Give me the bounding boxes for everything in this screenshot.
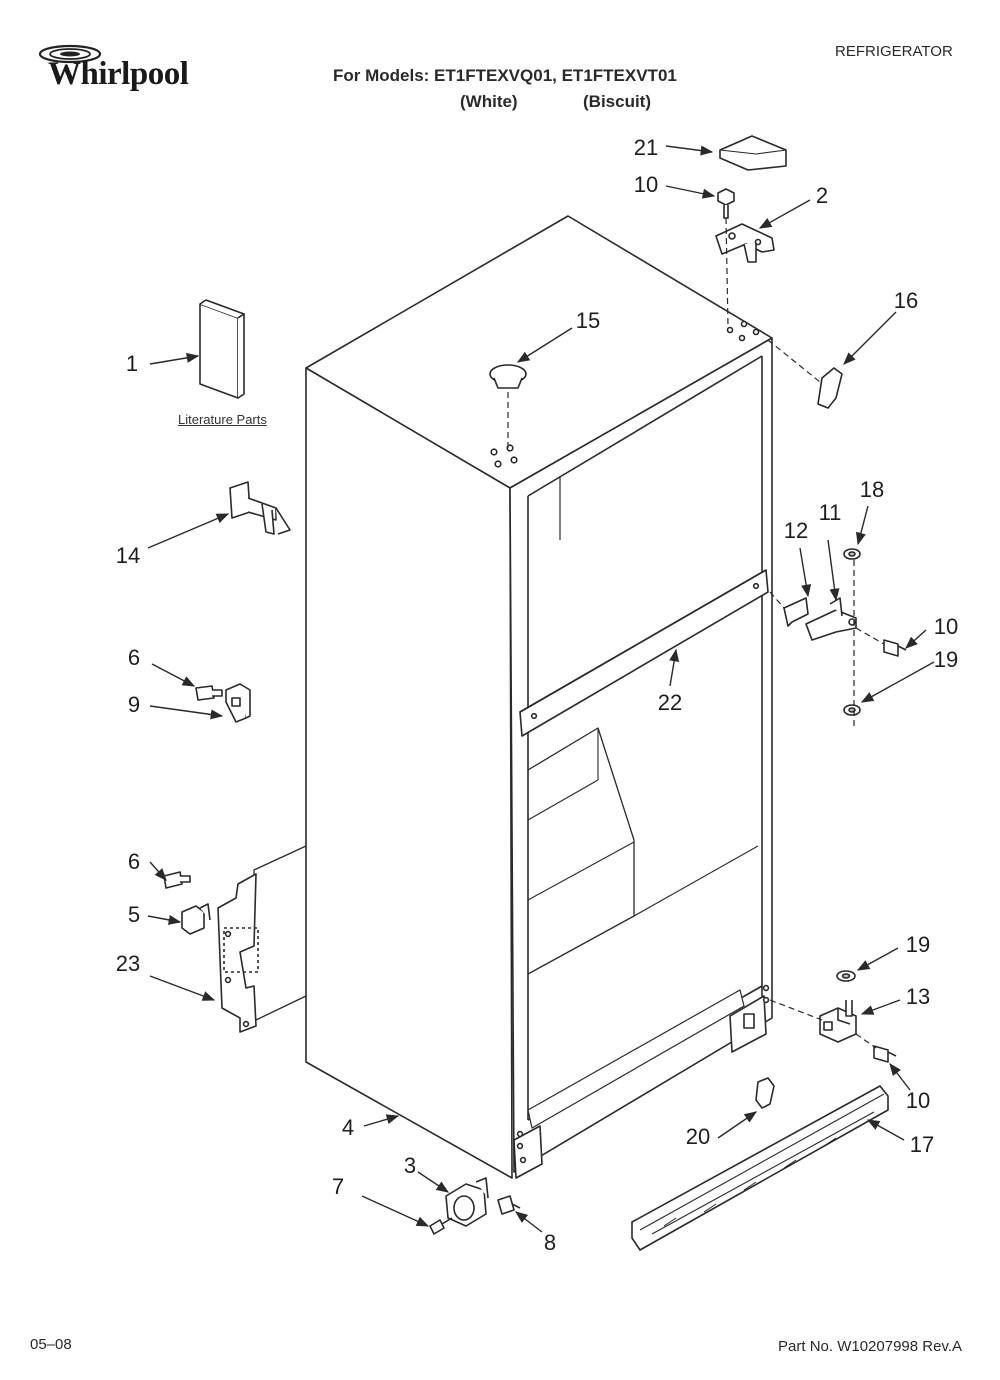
part-10-screw-bottom bbox=[873, 1045, 897, 1063]
part-10-screw-middle bbox=[883, 639, 907, 657]
part-18-washer bbox=[843, 548, 861, 560]
callout-5: 5 bbox=[127, 902, 141, 927]
part-11-center-hinge bbox=[805, 597, 857, 641]
part-3-roller bbox=[445, 1177, 489, 1227]
callout-19-upper: 19 bbox=[933, 647, 959, 672]
part-6-screw-lower bbox=[163, 871, 191, 889]
part-22-divider-bar bbox=[519, 569, 769, 737]
callout-1: 1 bbox=[125, 351, 139, 376]
part-21-hinge-cover bbox=[719, 135, 787, 171]
part-15-plug bbox=[489, 364, 527, 389]
literature-parts-label: Literature Parts bbox=[178, 412, 267, 427]
callout-19-lower: 19 bbox=[905, 932, 931, 957]
part-10-screw-top bbox=[717, 188, 735, 219]
callout-14: 14 bbox=[115, 543, 141, 568]
callout-2: 2 bbox=[815, 183, 829, 208]
callout-4: 4 bbox=[341, 1115, 355, 1140]
callout-3: 3 bbox=[403, 1153, 417, 1178]
part-19-washer-upper bbox=[843, 704, 861, 716]
callout-10-top: 10 bbox=[633, 172, 659, 197]
part-6-screw-upper bbox=[195, 685, 223, 701]
part-1-literature bbox=[199, 299, 245, 399]
whirlpool-swirl-icon bbox=[38, 44, 102, 64]
part-9-bracket bbox=[225, 683, 251, 723]
callout-9: 9 bbox=[127, 692, 141, 717]
part-number: Part No. W10207998 Rev.A bbox=[778, 1338, 962, 1355]
part-19-washer-lower bbox=[836, 970, 856, 982]
cabinet bbox=[253, 215, 773, 1179]
callout-15: 15 bbox=[575, 308, 601, 333]
callout-13: 13 bbox=[905, 984, 931, 1009]
callout-16: 16 bbox=[893, 288, 919, 313]
whirlpool-logo: Whirlpool bbox=[36, 42, 206, 102]
models-line: For Models: ET1FTEXVQ01, ET1FTEXVT01 bbox=[333, 66, 677, 85]
part-16-hinge-pin-cover bbox=[817, 367, 843, 409]
callout-10-middle: 10 bbox=[933, 614, 959, 639]
part-8-screw bbox=[497, 1195, 521, 1215]
part-23-bottom-hinge bbox=[217, 873, 259, 1033]
callout-7: 7 bbox=[331, 1174, 345, 1199]
callout-21: 21 bbox=[633, 135, 659, 160]
category-label: REFRIGERATOR bbox=[835, 43, 953, 60]
variant-biscuit: (Biscuit) bbox=[583, 92, 651, 111]
part-20-clip bbox=[755, 1077, 775, 1109]
variant-white: (White) bbox=[460, 92, 518, 111]
callout-11: 11 bbox=[818, 500, 842, 525]
part-17-toe-grille bbox=[631, 1085, 889, 1251]
callout-18: 18 bbox=[859, 477, 885, 502]
part-2-top-hinge bbox=[715, 223, 775, 263]
callout-10-bottom: 10 bbox=[905, 1088, 931, 1113]
part-12-shim bbox=[783, 597, 809, 627]
callout-8: 8 bbox=[543, 1230, 557, 1255]
callout-6-lower: 6 bbox=[127, 849, 141, 874]
construction-lines bbox=[507, 217, 885, 1049]
leader-arrows bbox=[147, 145, 935, 1233]
callout-12: 12 bbox=[783, 518, 809, 543]
callout-23: 23 bbox=[115, 951, 141, 976]
part-14-door-stop bbox=[229, 481, 291, 535]
part-7-screw bbox=[429, 1217, 453, 1235]
callout-17: 17 bbox=[909, 1132, 935, 1157]
date-code: 05–08 bbox=[30, 1336, 72, 1353]
callout-20: 20 bbox=[685, 1124, 711, 1149]
logo-text: Whirlpool bbox=[48, 56, 189, 92]
callout-6-upper: 6 bbox=[127, 645, 141, 670]
part-5-hinge-pin bbox=[181, 903, 211, 935]
callout-22: 22 bbox=[657, 690, 683, 715]
part-13-bottom-hinge bbox=[819, 1000, 857, 1043]
